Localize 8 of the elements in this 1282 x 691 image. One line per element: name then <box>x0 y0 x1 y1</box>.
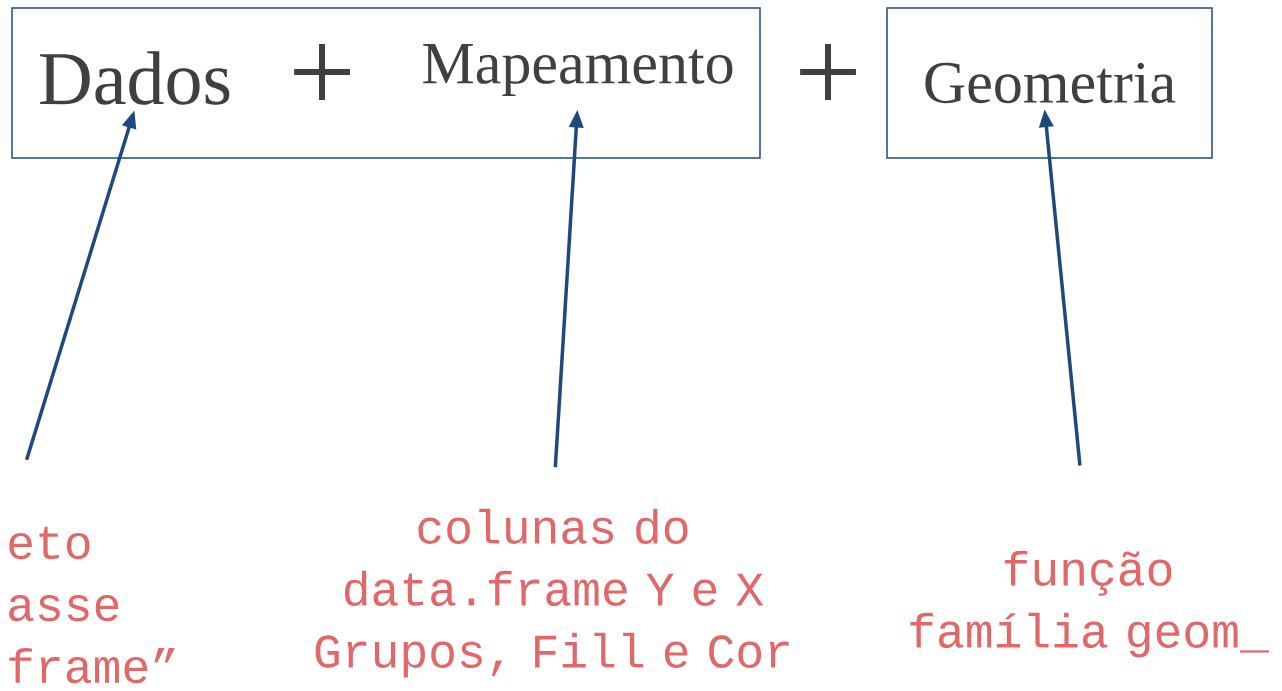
box-text: Dados <box>40 51 230 105</box>
text-label: colunas do data.frame Y e X Grupos, Fill e Cor <box>315 508 789 678</box>
text-label: função família geom_ <box>910 550 1269 658</box>
frame-box <box>11 7 761 159</box>
box-text: Mapeamento <box>423 43 733 97</box>
plus-sign: + <box>294 44 350 100</box>
geometry-box: Geometria <box>886 7 1213 159</box>
text-label: eto asse frame” <box>9 526 175 684</box>
